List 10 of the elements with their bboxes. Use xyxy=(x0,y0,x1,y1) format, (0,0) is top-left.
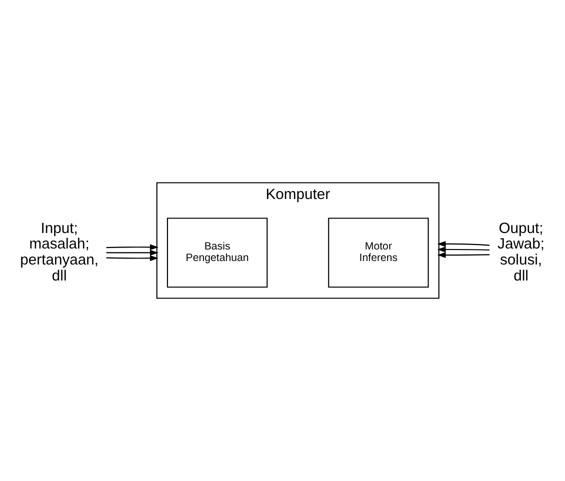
node-box: Motor Inferens xyxy=(328,218,429,288)
arrow xyxy=(106,255,158,262)
arrow xyxy=(437,246,490,252)
node-text: Ouput; Jawab; solusi, dll xyxy=(498,220,545,284)
arrow xyxy=(106,244,158,250)
node-box: Basis Pengetahuan xyxy=(166,218,268,288)
arrow xyxy=(437,252,490,258)
arrow xyxy=(437,240,490,247)
arrow xyxy=(106,250,158,256)
node-text: Input; masalah; pertanyaan, dll xyxy=(20,220,98,284)
